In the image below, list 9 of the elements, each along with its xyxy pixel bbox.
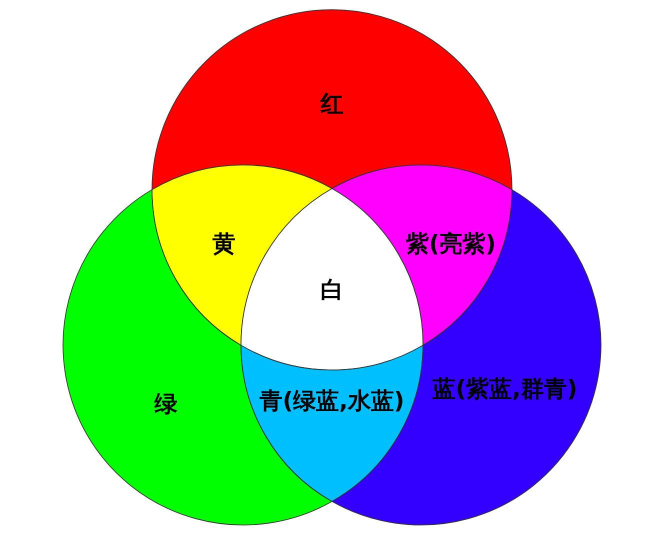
color-label: 青(绿蓝,水蓝) xyxy=(260,389,404,415)
overlap-region xyxy=(240,344,424,502)
color-label: 绿 xyxy=(154,392,178,418)
color-label: 红 xyxy=(320,92,344,118)
color-label: 紫(亮紫) xyxy=(406,232,496,258)
color-label: 蓝(紫蓝,群青) xyxy=(432,377,578,403)
circle-region xyxy=(152,10,512,190)
color-label: 黄 xyxy=(212,232,236,258)
color-label: 白 xyxy=(320,278,344,304)
